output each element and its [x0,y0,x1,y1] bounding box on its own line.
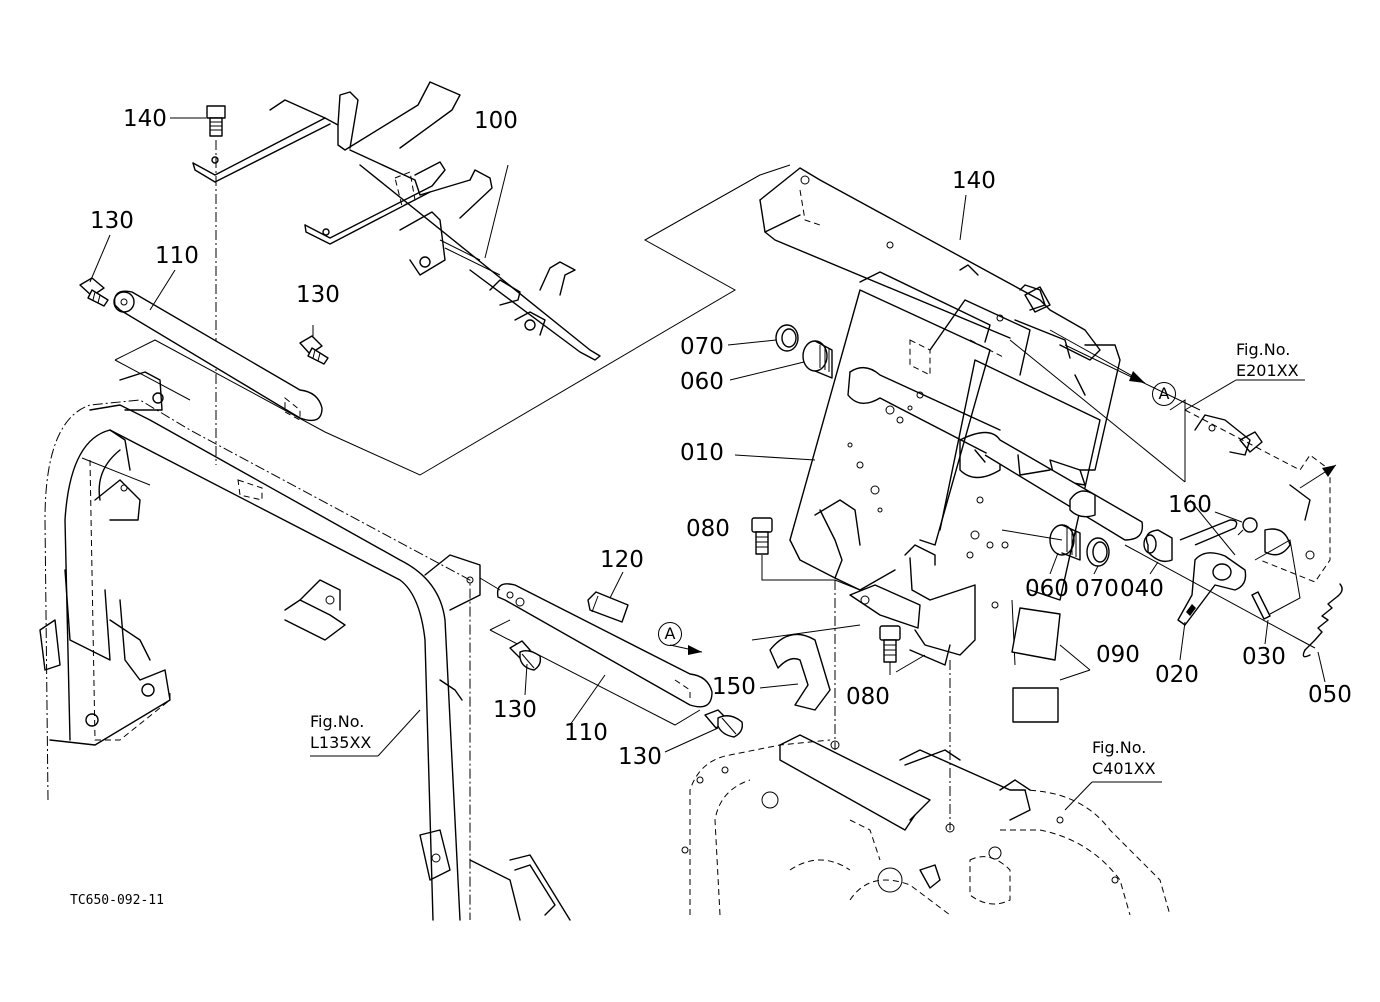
reference-mark-a-left: A [658,622,682,646]
bushing-070-lower [1086,537,1110,567]
figure-ref-e201xx-code: E201XX [1236,360,1299,380]
reference-arrow-a2 [669,644,703,655]
transmission-housing [681,734,1171,916]
figure-ref-c401xx-title: Fig.No. [1092,738,1147,757]
label-080-lower: 080 [846,684,890,710]
rollbar-frame [39,371,571,921]
bolt-080-lower [879,625,926,675]
label-140-top: 140 [123,106,167,132]
label-140-right: 140 [952,168,996,194]
label-120: 120 [600,547,644,573]
bolt-130-lower-right [704,709,744,738]
bracket-120 [587,591,629,623]
bracket-100 [192,81,601,361]
label-050: 050 [1308,682,1352,708]
stop-bracket [849,544,976,666]
figure-ref-l135xx-code: L135XX [310,732,372,752]
pipe-110-upper [113,164,791,476]
leader-lines [89,164,1326,811]
label-130-upper-left: 130 [90,208,134,234]
arm-020 [1177,519,1247,626]
assembly-lines [1001,339,1316,666]
bearing-060-upper [729,340,833,381]
grease-fitting-160 [1237,517,1258,536]
shaft-assembly [984,439,1144,541]
bolt-140-top [170,105,226,137]
label-030: 030 [1242,644,1286,670]
label-040: 040 [1120,576,1164,602]
figure-ref-l135xx[interactable]: Fig.No. L135XX [310,712,371,754]
bolt-130-upper-mid [299,325,329,365]
label-060-upper: 060 [680,369,724,395]
bolt-130-lower-left [509,640,542,671]
pin-030 [1251,591,1271,620]
figure-ref-e201xx[interactable]: Fig.No. E201XX [1236,340,1299,382]
label-160: 160 [1168,492,1212,518]
label-110-upper: 110 [155,243,199,269]
label-010: 010 [680,440,724,466]
reference-arrow-e201 [1299,464,1337,489]
label-080-left: 080 [686,516,730,542]
bolt-080-left [751,517,861,591]
label-060-lower: 060 [1025,576,1069,602]
label-150: 150 [712,674,756,700]
figure-ref-c401xx[interactable]: Fig.No. C401XX [1092,738,1156,780]
label-070-upper: 070 [680,334,724,360]
reference-mark-a-right: A [1152,382,1176,406]
bolt-130-upper-left [79,277,109,307]
pipe-110-lower [479,577,713,726]
label-110-lower: 110 [564,720,608,746]
bushing-040 [1143,529,1173,563]
diagram-code: TC650-092-11 [70,893,164,908]
label-130-lower-left: 130 [493,697,537,723]
figure-ref-e201xx-title: Fig.No. [1236,340,1291,359]
label-090: 090 [1096,642,1140,668]
label-130-lower-right: 130 [618,744,662,770]
figure-ref-c401xx-code: C401XX [1092,758,1156,778]
reference-arrow-a1 [1049,329,1146,384]
spring-050 [1302,583,1343,658]
pad-150 [751,624,861,711]
label-100: 100 [474,108,518,134]
pad-090 [1011,607,1091,723]
bracket-010 [759,167,1121,609]
label-130-upper-mid: 130 [296,282,340,308]
bearing-060-lower [1049,524,1081,561]
bushing-070-upper [727,324,799,352]
label-020: 020 [1155,662,1199,688]
label-070-lower: 070 [1075,576,1119,602]
figure-ref-l135xx-title: Fig.No. [310,712,365,731]
